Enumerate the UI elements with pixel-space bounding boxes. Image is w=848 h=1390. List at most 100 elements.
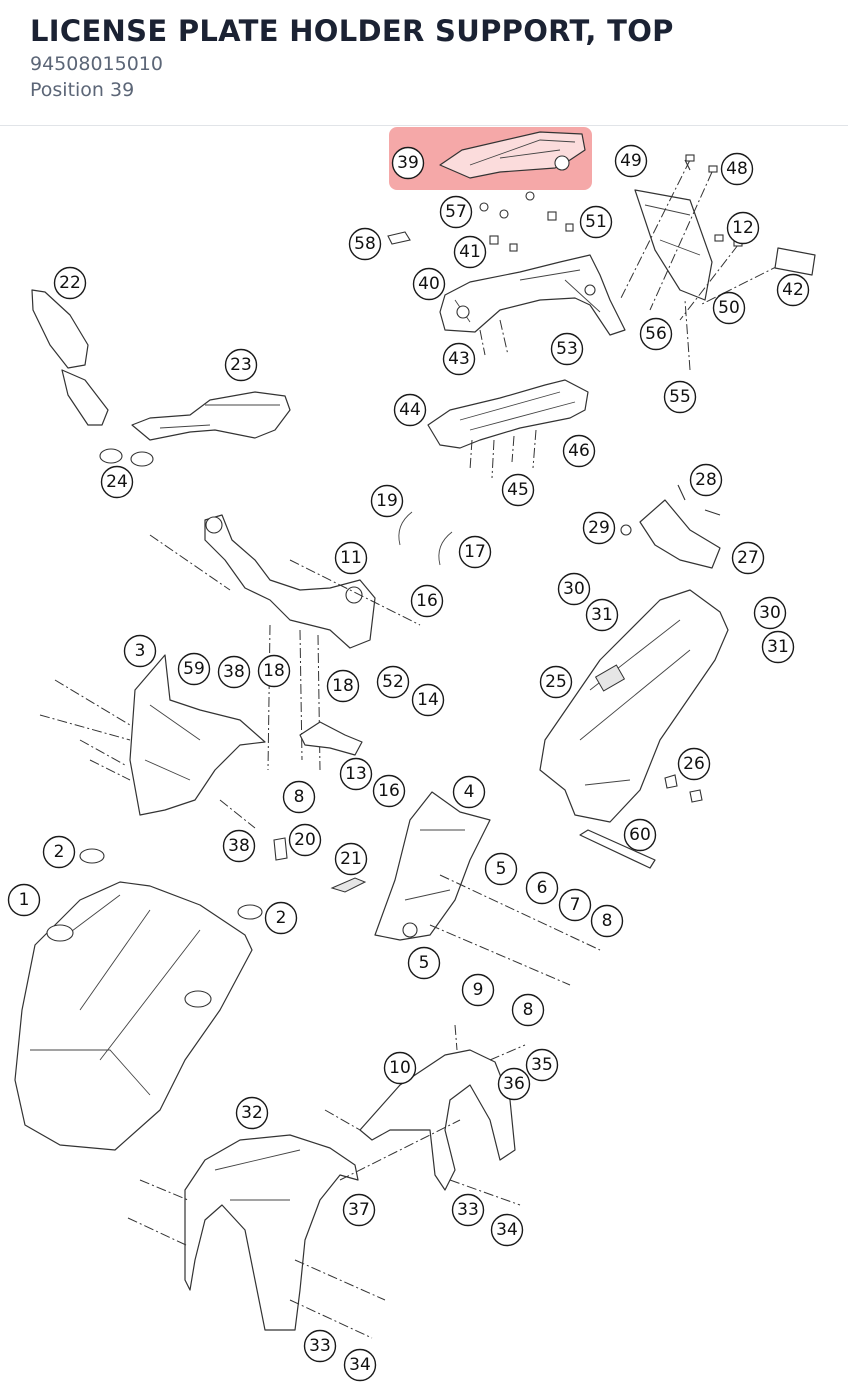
part-21-pad[interactable] <box>330 877 367 893</box>
part-19-17-hoses[interactable] <box>398 511 453 566</box>
callout-59[interactable]: 59 <box>177 652 211 686</box>
part-4-side-bracket[interactable] <box>374 791 601 986</box>
part-2-grommets[interactable] <box>79 848 263 920</box>
callout-51[interactable]: 51 <box>579 205 613 239</box>
part-11-headlight-bracket[interactable] <box>149 514 421 771</box>
callout-3[interactable]: 3 <box>123 634 157 668</box>
callout-28[interactable]: 28 <box>689 463 723 497</box>
callout-31[interactable]: 31 <box>761 630 795 664</box>
callout-18[interactable]: 18 <box>257 654 291 688</box>
callout-9[interactable]: 9 <box>461 973 495 1007</box>
part-1-headlight-mask[interactable] <box>14 881 253 1151</box>
callout-46[interactable]: 46 <box>562 434 596 468</box>
part-license-plate-bracket[interactable] <box>634 189 713 301</box>
callout-53[interactable]: 53 <box>550 332 584 366</box>
callout-19[interactable]: 19 <box>370 484 404 518</box>
callout-8[interactable]: 8 <box>282 780 316 814</box>
svg-text:41: 41 <box>459 242 481 262</box>
callout-37[interactable]: 37 <box>342 1193 376 1227</box>
callout-60[interactable]: 60 <box>623 818 657 852</box>
part-13-bracket[interactable] <box>299 721 363 756</box>
callout-50[interactable]: 50 <box>712 291 746 325</box>
callout-23[interactable]: 23 <box>224 348 258 382</box>
callout-2[interactable]: 2 <box>264 901 298 935</box>
callout-20[interactable]: 20 <box>288 823 322 857</box>
part-3-instrument-bracket[interactable] <box>39 654 266 829</box>
callout-41[interactable]: 41 <box>453 235 487 269</box>
callout-34[interactable]: 34 <box>343 1348 377 1382</box>
callout-4[interactable]: 4 <box>452 775 486 809</box>
part-40-rear-subframe[interactable] <box>439 254 626 336</box>
callout-42[interactable]: 42 <box>776 273 810 307</box>
svg-text:42: 42 <box>782 280 804 300</box>
callout-55[interactable]: 55 <box>663 380 697 414</box>
part-39-license-plate-holder-support[interactable] <box>439 131 586 179</box>
callout-57[interactable]: 57 <box>439 195 473 229</box>
callout-2[interactable]: 2 <box>42 835 76 869</box>
svg-text:8: 8 <box>294 787 305 807</box>
callout-31[interactable]: 31 <box>585 598 619 632</box>
callout-56[interactable]: 56 <box>639 317 673 351</box>
callout-40[interactable]: 40 <box>412 267 446 301</box>
callout-8[interactable]: 8 <box>590 904 624 938</box>
callout-16[interactable]: 16 <box>372 774 406 808</box>
svg-text:26: 26 <box>683 754 705 774</box>
part-20-clip[interactable] <box>273 837 288 861</box>
callout-30[interactable]: 30 <box>557 572 591 606</box>
callout-16[interactable]: 16 <box>410 584 444 618</box>
callout-5[interactable]: 5 <box>407 946 441 980</box>
callout-30[interactable]: 30 <box>753 596 787 630</box>
callout-13[interactable]: 13 <box>339 757 373 791</box>
callout-14[interactable]: 14 <box>411 683 445 717</box>
callout-48[interactable]: 48 <box>720 152 754 186</box>
part-24-rubber-rings[interactable] <box>99 448 154 467</box>
callout-35[interactable]: 35 <box>525 1048 559 1082</box>
part-22-mirror[interactable] <box>31 289 109 426</box>
callout-29[interactable]: 29 <box>582 511 616 545</box>
svg-text:46: 46 <box>568 441 590 461</box>
callout-1[interactable]: 1 <box>7 883 41 917</box>
callout-52[interactable]: 52 <box>376 665 410 699</box>
callout-49[interactable]: 49 <box>614 144 648 178</box>
callout-33[interactable]: 33 <box>303 1329 337 1363</box>
callout-39[interactable]: 39 <box>391 146 425 180</box>
svg-text:11: 11 <box>340 548 362 568</box>
callout-7[interactable]: 7 <box>558 888 592 922</box>
part-27-holder-bracket[interactable] <box>620 484 721 569</box>
callout-33[interactable]: 33 <box>451 1193 485 1227</box>
callout-38[interactable]: 38 <box>222 829 256 863</box>
svg-text:39: 39 <box>397 153 419 173</box>
callout-6[interactable]: 6 <box>525 871 559 905</box>
callout-44[interactable]: 44 <box>393 393 427 427</box>
part-44-rear-tray[interactable] <box>427 379 589 479</box>
callout-18[interactable]: 18 <box>326 669 360 703</box>
svg-text:10: 10 <box>389 1058 411 1078</box>
callout-58[interactable]: 58 <box>348 227 382 261</box>
part-26-clips[interactable] <box>664 774 703 803</box>
part-10-fender-bracket[interactable] <box>324 1024 526 1206</box>
callout-24[interactable]: 24 <box>100 465 134 499</box>
callout-43[interactable]: 43 <box>442 342 476 376</box>
part-60-strip[interactable] <box>579 829 656 869</box>
callout-5[interactable]: 5 <box>484 852 518 886</box>
callout-27[interactable]: 27 <box>731 541 765 575</box>
part-25-undertray[interactable] <box>539 589 729 823</box>
part-23-hand-guard[interactable] <box>131 391 291 441</box>
callout-17[interactable]: 17 <box>458 535 492 569</box>
callout-10[interactable]: 10 <box>383 1051 417 1085</box>
callout-25[interactable]: 25 <box>539 665 573 699</box>
callout-12[interactable]: 12 <box>726 211 760 245</box>
callout-45[interactable]: 45 <box>501 473 535 507</box>
part-32-front-fender[interactable] <box>127 1119 461 1339</box>
svg-text:8: 8 <box>523 1000 534 1020</box>
callout-26[interactable]: 26 <box>677 747 711 781</box>
callout-36[interactable]: 36 <box>497 1067 531 1101</box>
callout-21[interactable]: 21 <box>334 842 368 876</box>
callout-22[interactable]: 22 <box>53 266 87 300</box>
callout-11[interactable]: 11 <box>334 541 368 575</box>
callout-8[interactable]: 8 <box>511 993 545 1027</box>
callout-38[interactable]: 38 <box>217 655 251 689</box>
callout-32[interactable]: 32 <box>235 1096 269 1130</box>
callout-34[interactable]: 34 <box>490 1213 524 1247</box>
part-42-reflector[interactable] <box>774 247 816 276</box>
